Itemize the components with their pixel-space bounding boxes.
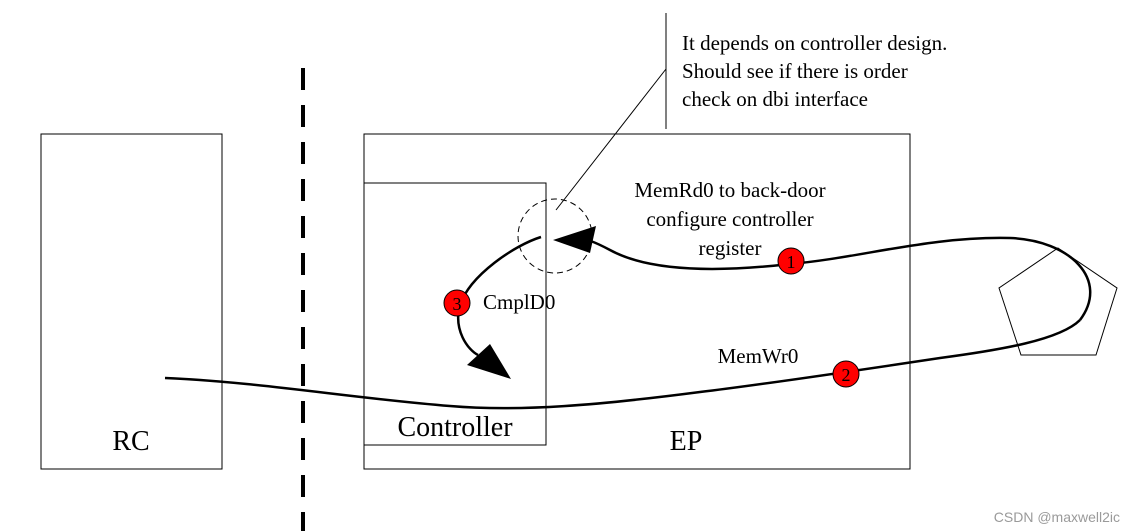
step3-number: 3 — [453, 294, 462, 314]
ep-label: EP — [670, 426, 703, 457]
step1-label-line-1: MemRd0 to back-door — [634, 178, 825, 202]
controller-box — [363, 182, 547, 446]
memrd0-arrowhead — [553, 226, 596, 253]
step1-badge: 1 — [777, 247, 805, 275]
step2-badge: 2 — [832, 360, 860, 388]
annotation-line-3: check on dbi interface — [682, 87, 868, 111]
annotation-line-2: Should see if there is order — [682, 59, 908, 83]
pentagon-shape — [998, 247, 1118, 356]
step1-label-line-3: register — [699, 236, 762, 260]
step1-label-line-2: configure controller — [646, 207, 813, 231]
step3-badge: 3 — [443, 289, 471, 317]
controller-label: Controller — [397, 412, 513, 443]
rc-box — [40, 133, 223, 470]
annotation-leader-line — [555, 68, 667, 211]
memrd0-path — [574, 236, 1092, 321]
step1-number: 1 — [787, 252, 796, 272]
step3-label: CmplD0 — [483, 290, 555, 314]
cmpld0-arrowhead — [467, 344, 511, 379]
rc-label: RC — [112, 426, 149, 457]
annotation-line-1: It depends on controller design. — [682, 31, 947, 55]
step2-number: 2 — [842, 365, 851, 385]
watermark: CSDN @maxwell2ic — [994, 509, 1120, 525]
memwr0-path — [164, 319, 1081, 410]
step2-label: MemWr0 — [718, 344, 799, 368]
